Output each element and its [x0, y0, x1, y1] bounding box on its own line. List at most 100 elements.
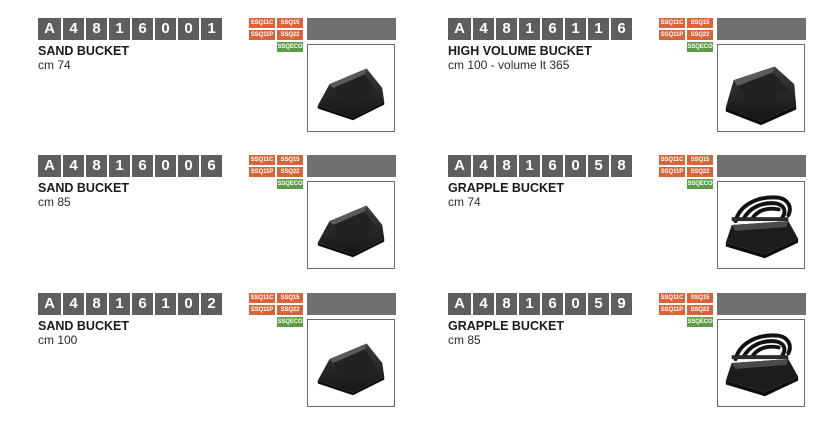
badge-ssq11c: SSQ11C — [249, 155, 275, 165]
sand-bucket-icon — [317, 205, 385, 258]
code-digit: A — [448, 18, 471, 40]
high-volume-bucket-icon — [725, 66, 797, 126]
product-card-2: A 4 8 1 6 1 1 6 SSQ11C SSQ15 SSQ11P SSQ2… — [448, 18, 810, 136]
code-digit: 8 — [86, 293, 107, 315]
product-name: SAND BUCKET — [38, 181, 129, 195]
code-digit: A — [38, 155, 61, 177]
badge-ssq11c: SSQ11C — [659, 293, 685, 303]
code-digit: 0 — [565, 155, 586, 177]
product-image — [307, 319, 395, 407]
code-digit: 1 — [109, 155, 130, 177]
product-size: cm 74 — [38, 58, 71, 72]
code-digit: 1 — [519, 155, 540, 177]
code-digit: 0 — [178, 293, 199, 315]
product-name: GRAPPLE BUCKET — [448, 319, 564, 333]
product-size: cm 74 — [448, 195, 481, 209]
badge-ssq11c: SSQ11C — [249, 18, 275, 28]
badge-ssq11p: SSQ11P — [249, 30, 275, 40]
code-digit: 8 — [496, 155, 517, 177]
code-digit: A — [448, 155, 471, 177]
code-digit: 4 — [473, 18, 494, 40]
product-code: A 4 8 1 6 0 5 9 — [448, 293, 634, 315]
badge-ssqeco: SSQECO — [687, 179, 713, 189]
sand-bucket-icon — [317, 68, 385, 121]
code-digit: 6 — [132, 293, 153, 315]
product-code: A 4 8 1 6 0 5 8 — [448, 155, 634, 177]
code-digit: 1 — [588, 18, 609, 40]
code-digit: 8 — [496, 18, 517, 40]
badge-ssq22: SSQ22 — [687, 30, 713, 40]
badge-ssq11c: SSQ11C — [249, 293, 275, 303]
code-digit: 1 — [109, 18, 130, 40]
code-digit: 0 — [178, 18, 199, 40]
product-image — [717, 319, 805, 407]
code-digit: 8 — [611, 155, 632, 177]
code-digit: 6 — [542, 293, 563, 315]
product-image — [307, 181, 395, 269]
product-size: cm 85 — [448, 333, 481, 347]
product-image — [717, 181, 805, 269]
badge-ssq11c: SSQ11C — [659, 18, 685, 28]
header-bar — [717, 18, 806, 40]
grapple-bucket-icon — [725, 333, 799, 397]
product-name: SAND BUCKET — [38, 319, 129, 333]
badge-ssq15: SSQ15 — [277, 293, 303, 303]
code-digit: 4 — [63, 293, 84, 315]
code-digit: A — [448, 293, 471, 315]
badge-ssq22: SSQ22 — [277, 305, 303, 315]
header-bar — [307, 155, 396, 177]
product-card-5: A 4 8 1 6 1 0 2 SSQ11C SSQ15 SSQ11P SSQ2… — [38, 293, 400, 411]
product-size: cm 85 — [38, 195, 71, 209]
badge-ssqeco: SSQECO — [687, 42, 713, 52]
code-digit: 4 — [473, 155, 494, 177]
badge-ssq22: SSQ22 — [687, 305, 713, 315]
code-digit: 4 — [63, 155, 84, 177]
compatibility-badges: SSQ11C SSQ15 SSQ11P SSQ22 SSQECO — [659, 293, 713, 327]
product-code: A 4 8 1 6 1 1 6 — [448, 18, 634, 40]
product-code: A 4 8 1 6 1 0 2 — [38, 293, 224, 315]
code-digit: 4 — [473, 293, 494, 315]
code-digit: 2 — [201, 293, 222, 315]
badge-ssq15: SSQ15 — [687, 18, 713, 28]
badge-ssqeco: SSQECO — [277, 317, 303, 327]
product-size: cm 100 - volume lt 365 — [448, 58, 570, 72]
code-digit: 1 — [155, 293, 176, 315]
product-card-6: A 4 8 1 6 0 5 9 SSQ11C SSQ15 SSQ11P SSQ2… — [448, 293, 810, 411]
badge-ssq22: SSQ22 — [277, 167, 303, 177]
badge-ssqeco: SSQECO — [277, 42, 303, 52]
code-digit: 5 — [588, 293, 609, 315]
product-name: HIGH VOLUME BUCKET — [448, 44, 592, 58]
compatibility-badges: SSQ11C SSQ15 SSQ11P SSQ22 SSQECO — [249, 155, 303, 189]
product-size: cm 100 — [38, 333, 78, 347]
code-digit: 6 — [542, 155, 563, 177]
code-digit: 8 — [496, 293, 517, 315]
product-card-1: A 4 8 1 6 0 0 1 SSQ11C SSQ15 SSQ11P SSQ2… — [38, 18, 400, 136]
badge-ssq11p: SSQ11P — [659, 305, 685, 315]
code-digit: 1 — [519, 293, 540, 315]
code-digit: 6 — [201, 155, 222, 177]
compatibility-badges: SSQ11C SSQ15 SSQ11P SSQ22 SSQECO — [249, 293, 303, 327]
code-digit: A — [38, 18, 61, 40]
compatibility-badges: SSQ11C SSQ15 SSQ11P SSQ22 SSQECO — [659, 18, 713, 52]
badge-ssq15: SSQ15 — [687, 293, 713, 303]
code-digit: 1 — [565, 18, 586, 40]
code-digit: 0 — [155, 155, 176, 177]
code-digit: 0 — [178, 155, 199, 177]
product-name: GRAPPLE BUCKET — [448, 181, 564, 195]
sand-bucket-icon — [317, 343, 385, 396]
badge-ssqeco: SSQECO — [687, 317, 713, 327]
code-digit: 5 — [588, 155, 609, 177]
code-digit: 0 — [155, 18, 176, 40]
code-digit: 1 — [201, 18, 222, 40]
code-digit: 6 — [542, 18, 563, 40]
badge-ssqeco: SSQECO — [277, 179, 303, 189]
header-bar — [717, 293, 806, 315]
compatibility-badges: SSQ11C SSQ15 SSQ11P SSQ22 SSQECO — [659, 155, 713, 189]
code-digit: 6 — [132, 155, 153, 177]
badge-ssq11p: SSQ11P — [659, 167, 685, 177]
code-digit: 6 — [132, 18, 153, 40]
code-digit: 8 — [86, 155, 107, 177]
code-digit: A — [38, 293, 61, 315]
code-digit: 9 — [611, 293, 632, 315]
grapple-bucket-icon — [725, 195, 799, 259]
